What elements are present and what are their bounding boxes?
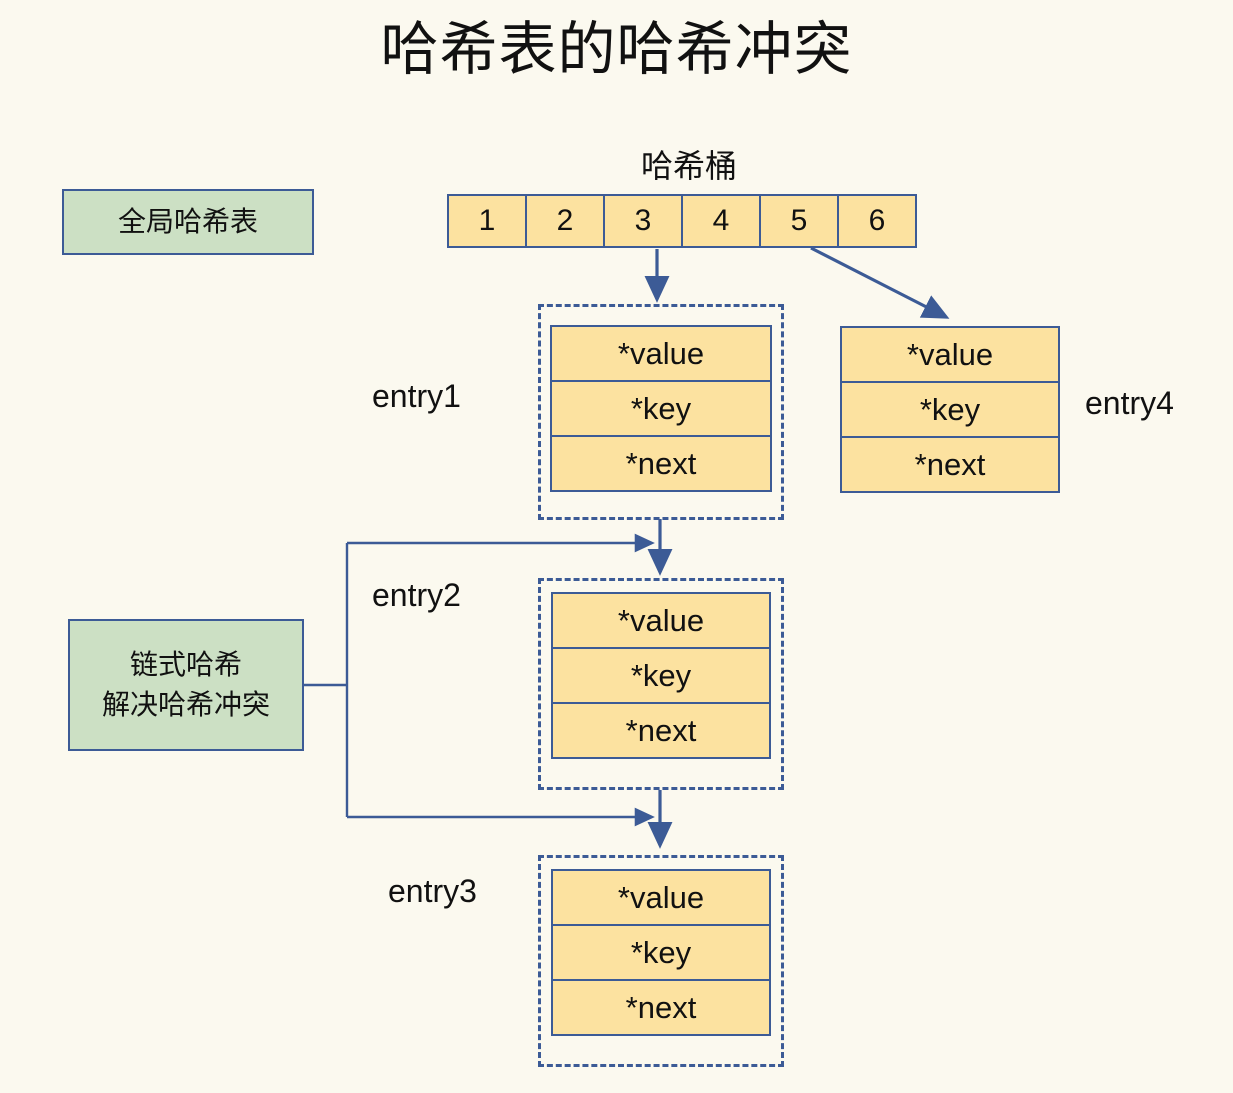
page-title: 哈希表的哈希冲突 [380,17,853,82]
hash-bucket-caption: 哈希桶 [640,148,737,184]
hash-bucket-row: 1 2 3 4 5 6 [447,194,917,248]
entry2-label: entry2 [372,577,461,613]
entry2-field-value[interactable]: *value [551,592,771,649]
note-global-hash-table-label: 全局哈希表 [117,206,258,238]
bucket-cell-2[interactable]: 2 [525,194,605,248]
entry1-dashed-container [538,304,784,520]
entry3-field-value[interactable]: *value [551,869,771,926]
entry3-field-next[interactable]: *next [551,979,771,1036]
arrow-bucket5-to-entry4 [810,246,950,319]
entry4-field-next[interactable]: *next [840,436,1060,493]
bucket-cell-5[interactable]: 5 [759,194,839,248]
entry2-field-key[interactable]: *key [551,647,771,704]
note-chained-hashing-line1: 链式哈希 [129,649,242,681]
entry3-dashed-container [538,855,784,1067]
bucket-cell-4[interactable]: 4 [681,194,761,248]
entry4-field-value[interactable]: *value [840,326,1060,383]
note-global-hash-table: 全局哈希表 [62,189,314,255]
entry4-struct: *value *key *next [840,326,1060,493]
entry1-field-value[interactable]: *value [550,325,772,382]
bucket-cell-3[interactable]: 3 [603,194,683,248]
entry2-struct: *value *key *next [551,592,771,759]
bucket-cell-1[interactable]: 1 [447,194,527,248]
entry4-label: entry4 [1085,385,1174,421]
entry3-struct: *value *key *next [551,869,771,1036]
entry3-field-key[interactable]: *key [551,924,771,981]
note-chained-hashing: 链式哈希 解决哈希冲突 [68,619,304,751]
entry1-label: entry1 [372,378,461,414]
entry1-field-next[interactable]: *next [550,435,772,492]
entry1-field-key[interactable]: *key [550,380,772,437]
entry2-dashed-container [538,578,784,790]
entry2-field-next[interactable]: *next [551,702,771,759]
note-chained-hashing-line2: 解决哈希冲突 [101,689,270,720]
bucket-cell-6[interactable]: 6 [837,194,917,248]
entry1-struct: *value *key *next [550,325,772,492]
entry4-field-key[interactable]: *key [840,381,1060,438]
entry3-label: entry3 [388,873,477,909]
